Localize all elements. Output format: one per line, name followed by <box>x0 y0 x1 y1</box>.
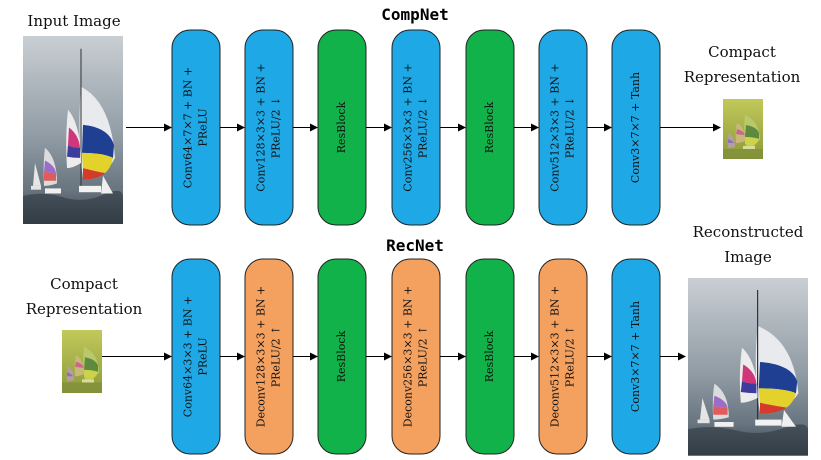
top-block-4: Conv256×3×3 + BN +PReLU/2 ↓ <box>391 29 441 226</box>
top-block-label: PReLU/2 ↓ <box>270 97 283 159</box>
compact-representation-label-bottom-1: Compact <box>50 275 118 293</box>
top-block-label: PReLU/2 ↓ <box>564 97 577 159</box>
top-block-5: ResBlock <box>465 29 515 226</box>
compnet-title: CompNet <box>381 5 448 24</box>
bottom-block-label: Deconv256×3×3 + BN + <box>402 286 415 427</box>
bottom-block-label: ResBlock <box>483 330 496 382</box>
top-block-label: Conv3×7×7 + Tanh <box>629 72 642 183</box>
bottom-block-label: PReLU <box>197 337 210 375</box>
bottom-block-7: Conv3×7×7 + Tanh <box>611 258 661 455</box>
reconstructed-image-label-2: Image <box>724 248 772 266</box>
recnet-title: RecNet <box>386 236 444 255</box>
reconstructed-image <box>687 277 809 457</box>
bottom-block-6: Deconv512×3×3 + BN +PReLU/2 ↑ <box>538 258 588 455</box>
compact-representation-label-bottom-2: Representation <box>26 300 143 318</box>
compact-representation-image-bottom <box>62 330 102 393</box>
input-image-label: Input Image <box>27 12 120 30</box>
compact-representation-image-top <box>723 99 763 159</box>
top-block-label: ResBlock <box>335 101 348 153</box>
bottom-block-2: Deconv128×3×3 + BN +PReLU/2 ↑ <box>244 258 294 455</box>
bottom-block-label: PReLU/2 ↑ <box>270 326 283 388</box>
bottom-block-label: Conv64×3×3 + BN + <box>182 296 195 417</box>
bottom-block-label: Deconv128×3×3 + BN + <box>255 286 268 427</box>
top-block-label: PReLU/2 ↓ <box>417 97 430 159</box>
bottom-block-label: ResBlock <box>335 330 348 382</box>
top-block-3: ResBlock <box>317 29 367 226</box>
top-block-label: Conv256×3×3 + BN + <box>402 63 415 191</box>
compact-representation-label-top-2: Representation <box>684 68 801 86</box>
compnet-blocks: Conv64×7×7 + BN +PReLU Conv128×3×3 + BN +… <box>171 29 661 226</box>
bottom-block-4: Deconv256×3×3 + BN +PReLU/2 ↑ <box>391 258 441 455</box>
top-block-1: Conv64×7×7 + BN +PReLU <box>171 29 221 226</box>
bottom-block-label: Conv3×7×7 + Tanh <box>629 301 642 412</box>
bottom-block-3: ResBlock <box>317 258 367 455</box>
recnet-blocks: Conv64×3×3 + BN +PReLU Deconv128×3×3 + BN… <box>171 258 661 455</box>
top-block-7: Conv3×7×7 + Tanh <box>611 29 661 226</box>
compact-representation-label-top-1: Compact <box>708 43 776 61</box>
top-block-2: Conv128×3×3 + BN +PReLU/2 ↓ <box>244 29 294 226</box>
top-block-6: Conv512×3×3 + BN +PReLU/2 ↓ <box>538 29 588 226</box>
top-block-label: PReLU <box>197 108 210 146</box>
bottom-block-1: Conv64×3×3 + BN +PReLU <box>171 258 221 455</box>
bottom-block-label: PReLU/2 ↑ <box>417 326 430 388</box>
top-block-label: ResBlock <box>483 101 496 153</box>
top-block-label: Conv128×3×3 + BN + <box>255 63 268 191</box>
input-image <box>22 35 124 225</box>
top-block-label: Conv512×3×3 + BN + <box>549 63 562 191</box>
bottom-block-label: PReLU/2 ↑ <box>564 326 577 388</box>
reconstructed-image-label-1: Reconstructed <box>693 223 804 241</box>
bottom-block-5: ResBlock <box>465 258 515 455</box>
top-block-label: Conv64×7×7 + BN + <box>182 67 195 188</box>
bottom-block-label: Deconv512×3×3 + BN + <box>549 286 562 427</box>
